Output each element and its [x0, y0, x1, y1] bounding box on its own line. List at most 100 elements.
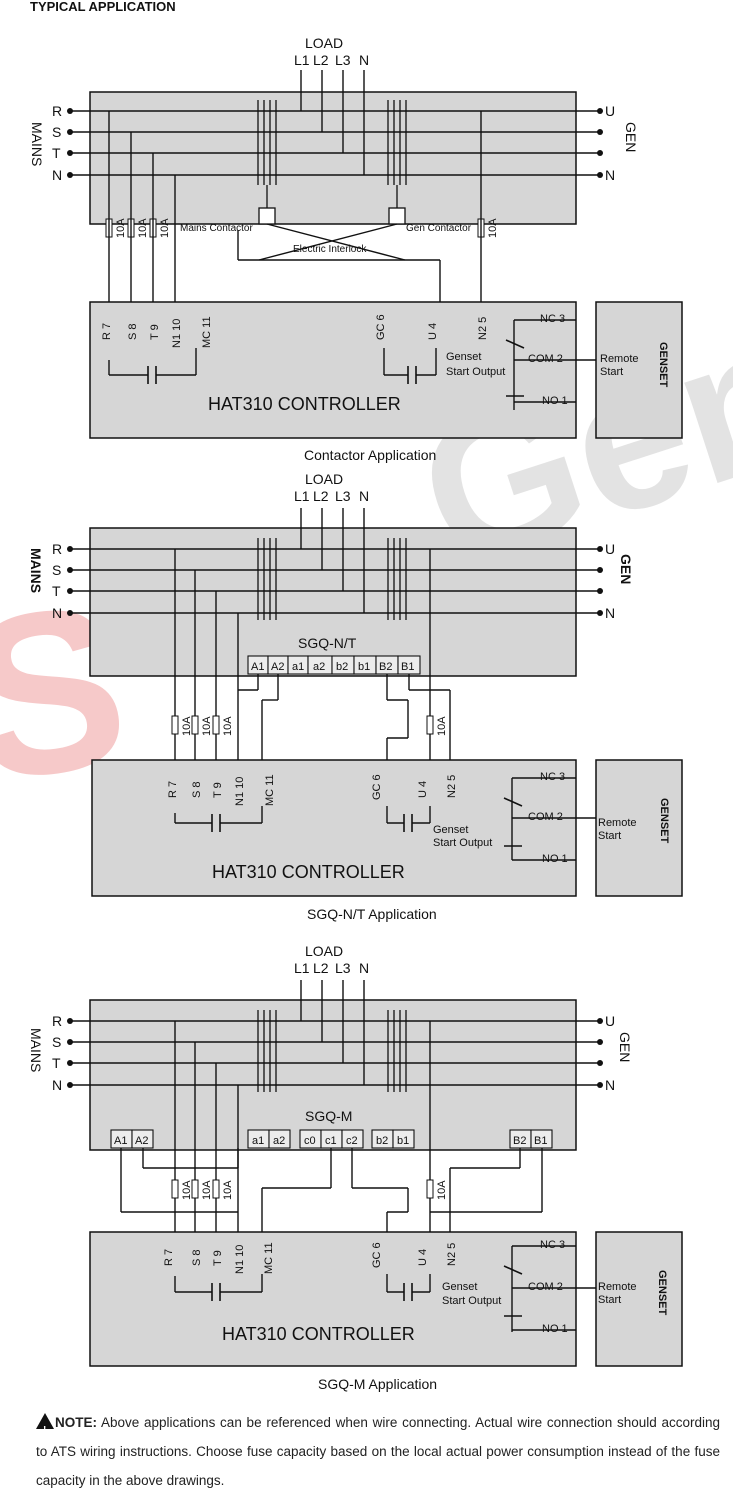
contacts	[257, 538, 407, 620]
term-u4: U 4	[417, 781, 429, 798]
gen-label: GEN	[617, 1032, 633, 1062]
term-gc6: GC 6	[371, 774, 383, 800]
load-n: N	[359, 960, 369, 976]
fuse-gen: 10A	[436, 1180, 448, 1200]
load-n: N	[359, 52, 369, 68]
mains-n: N	[52, 167, 62, 183]
ats-panel	[89, 91, 577, 225]
sgq-m-diagram-svg: LOAD L1 L2 L3 N R S T N MAINS U N GEN SG…	[28, 943, 683, 1392]
mains-r: R	[52, 103, 62, 119]
fuse-t: 10A	[159, 218, 171, 238]
term-mc11: MC 11	[264, 774, 276, 806]
fuse-gen: 10A	[436, 716, 448, 736]
aux-a1-small: a1	[292, 661, 304, 673]
mains-label: MAINS	[28, 1028, 44, 1072]
remote-start-1: Remote	[598, 1281, 637, 1293]
switch-name: SGQ-M	[305, 1108, 352, 1124]
aux-b2: B2	[513, 1135, 526, 1147]
controller-internal	[174, 777, 596, 861]
term-t9: T 9	[212, 1250, 224, 1266]
control-wires	[120, 1021, 543, 1240]
load-label: LOAD	[305, 471, 343, 487]
start-output-2: Start Output	[433, 837, 492, 849]
load-label: LOAD	[305, 943, 343, 959]
gen-n: N	[605, 167, 615, 183]
fuse-s: 10A	[201, 1180, 213, 1200]
load-l3: L3	[335, 488, 351, 504]
controller-internal	[108, 319, 596, 410]
gen-n: N	[605, 605, 615, 621]
term-mc11: MC 11	[263, 1242, 275, 1274]
warning-icon	[36, 1413, 54, 1445]
switch-name: SGQ-N/T	[298, 635, 357, 651]
term-n110: N1 10	[234, 777, 246, 806]
note-text: Above applications can be referenced whe…	[36, 1415, 720, 1488]
mains-contactor-label: Mains Contactor	[180, 223, 253, 234]
diagram-sgq-m: LOAD L1 L2 L3 N R S T N MAINS U N GEN SG…	[0, 940, 733, 1400]
no1: NO 1	[542, 1323, 568, 1335]
genset-label: GENSET	[656, 1270, 668, 1316]
gen-label: GEN	[618, 554, 634, 584]
nc3: NC 3	[540, 313, 565, 325]
load-l3: L3	[335, 52, 351, 68]
aux-b2-small: b2	[336, 661, 348, 673]
controller-title: HAT310 CONTROLLER	[222, 1324, 415, 1344]
term-r7: R 7	[167, 781, 179, 798]
fuse-s: 10A	[137, 218, 149, 238]
mains-label: MAINS	[29, 122, 45, 166]
fuse-gen: 10A	[487, 218, 499, 238]
fuses	[171, 715, 434, 735]
note-paragraph: NOTE: Above applications can be referenc…	[36, 1408, 720, 1495]
aux-terminals	[110, 1129, 553, 1149]
start-output-1: Genset	[433, 824, 468, 836]
ats-panel	[89, 999, 577, 1151]
term-n110: N1 10	[171, 319, 183, 348]
aux-a2-small: a2	[273, 1135, 285, 1147]
fuse-r: 10A	[115, 218, 127, 238]
sgq-nt-diagram-svg: LOAD L1 L2 L3 N R S T N MAINS U N GEN SG…	[28, 471, 683, 922]
aux-c2: c2	[346, 1135, 358, 1147]
aux-c1: c1	[325, 1135, 337, 1147]
term-mc11: MC 11	[201, 316, 213, 348]
controller-title: HAT310 CONTROLLER	[212, 862, 405, 882]
aux-b1-small: b1	[397, 1135, 409, 1147]
start-output-1: Genset	[446, 351, 481, 363]
bus-lines	[67, 108, 603, 178]
contacts	[257, 100, 407, 210]
gen-u: U	[605, 541, 615, 557]
term-u4: U 4	[417, 1249, 429, 1266]
genset-box	[595, 759, 683, 897]
genset-box	[595, 301, 683, 439]
term-u4: U 4	[427, 323, 439, 340]
note-label: NOTE:	[55, 1415, 97, 1430]
remote-start-2: Start	[598, 830, 621, 842]
diagram-sgq-nt: LOAD L1 L2 L3 N R S T N MAINS U N GEN SG…	[0, 468, 733, 928]
load-n: N	[359, 488, 369, 504]
genset-label: GENSET	[658, 798, 670, 844]
fuse-r: 10A	[181, 1180, 193, 1200]
mains-t: T	[52, 1055, 61, 1071]
term-n25: N2 5	[477, 317, 489, 340]
genset-label: GENSET	[657, 342, 669, 388]
aux-c0: c0	[304, 1135, 316, 1147]
load-l1: L1	[294, 52, 310, 68]
controller-box	[89, 301, 577, 439]
term-gc6: GC 6	[371, 1242, 383, 1268]
gen-u: U	[605, 103, 615, 119]
load-l1: L1	[294, 960, 310, 976]
aux-b1: B1	[401, 661, 414, 673]
no1: NO 1	[542, 395, 568, 407]
mains-label: MAINS	[28, 548, 44, 593]
term-r7: R 7	[163, 1249, 175, 1266]
term-s8: S 8	[191, 1249, 203, 1266]
aux-a1-small: a1	[252, 1135, 264, 1147]
remote-start-1: Remote	[600, 353, 639, 365]
start-output-2: Start Output	[446, 366, 505, 378]
load-l1: L1	[294, 488, 310, 504]
remote-start-2: Start	[600, 366, 623, 378]
aux-terminals	[247, 655, 421, 675]
load-l3: L3	[335, 960, 351, 976]
term-t9: T 9	[212, 782, 224, 798]
mains-n: N	[52, 1077, 62, 1093]
contacts	[257, 1010, 407, 1092]
